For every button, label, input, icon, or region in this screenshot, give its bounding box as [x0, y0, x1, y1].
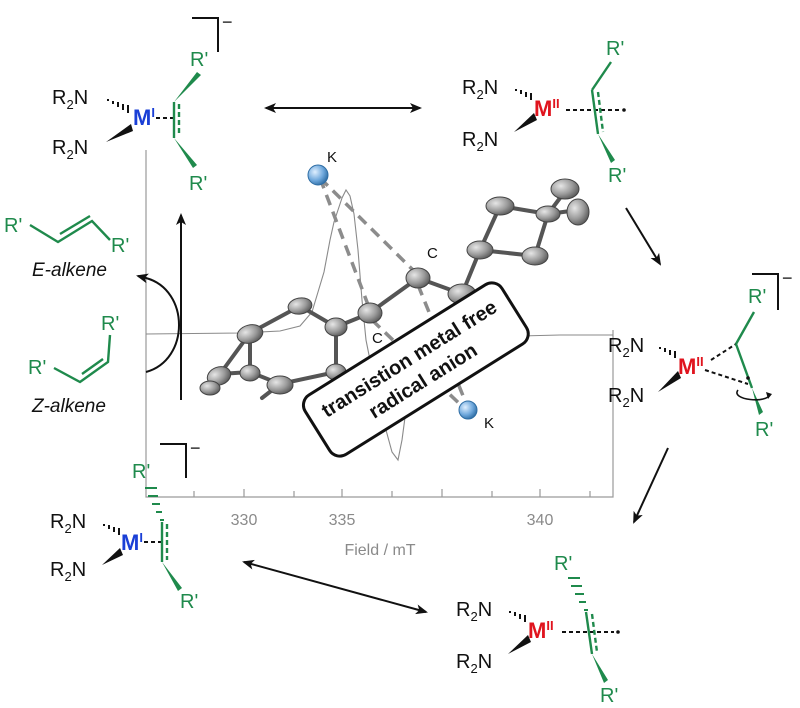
c-label-top: C — [427, 245, 438, 262]
solid-wedge — [514, 113, 537, 132]
complex-top-right: R2N MII R2N R' R' — [462, 38, 626, 187]
substituent-top: R' — [606, 38, 624, 60]
solid-wedge — [102, 548, 123, 565]
substituent-top: R' — [132, 461, 150, 483]
z-alkene-sub-left: R' — [28, 357, 46, 379]
substituent-top: R' — [190, 49, 208, 71]
green-wedge — [752, 388, 763, 415]
crystal-structure: K K C C — [199, 149, 590, 432]
k-label-bottom: K — [484, 415, 494, 432]
hash-wedge — [509, 611, 526, 622]
solid-wedge — [508, 635, 531, 654]
amide-top: R2N — [608, 335, 644, 360]
amide-bottom: R2N — [456, 651, 492, 676]
solid-wedge — [658, 371, 681, 392]
amide-top: R2N — [456, 599, 492, 624]
metal-label: MII — [528, 618, 554, 643]
hash-wedge — [659, 347, 676, 358]
amide-top: R2N — [50, 511, 86, 536]
tick-label-340: 340 — [527, 512, 554, 529]
e-alkene-label: E-alkene — [32, 260, 107, 281]
arrow-top-right-to-mid — [625, 207, 662, 266]
metal-label: MI — [133, 105, 155, 130]
green-wedge — [162, 562, 182, 591]
z-alkene-label: Z-alkene — [31, 396, 106, 417]
hash-wedge — [515, 89, 532, 100]
k-label-top: K — [327, 149, 337, 166]
e-alkene-sub-right: R' — [111, 235, 129, 257]
green-wedge-top — [174, 72, 201, 102]
complex-bottom-left: R2N MI R2N R' R' − — [50, 438, 201, 613]
z-alkene-sub-top: R' — [101, 313, 119, 335]
charge-bracket — [192, 17, 219, 52]
green-wedge — [592, 654, 608, 683]
amide-bottom: R2N — [52, 137, 88, 162]
green-hash-wedge — [568, 577, 588, 611]
x-axis-ticks — [193, 489, 591, 497]
metal-label: MI — [121, 530, 143, 555]
atoms — [199, 178, 590, 396]
substituent-bottom: R' — [189, 173, 207, 195]
tick-label-335: 335 — [329, 512, 356, 529]
charge: − — [222, 12, 233, 32]
green-wedge-bottom — [174, 138, 197, 168]
potassium-atom-bottom — [458, 400, 478, 420]
complex-top-left: R2N MI R2N R' R' − — [52, 12, 233, 195]
metal-label: MII — [534, 96, 560, 121]
charge: − — [782, 268, 793, 288]
substituent-bottom: R' — [755, 419, 773, 441]
isomerization-arrows — [136, 213, 186, 400]
potassium-atom-top — [307, 164, 329, 186]
arrow-mid-to-bottom-right — [633, 447, 669, 524]
substituent-top: R' — [554, 553, 572, 575]
x-axis-label: Field / mT — [344, 542, 415, 559]
amide-bottom: R2N — [462, 129, 498, 154]
k-contacts — [318, 176, 470, 412]
green-wedge — [598, 134, 615, 163]
green-hash-wedge — [145, 487, 164, 521]
c-label-bottom: C — [372, 330, 383, 347]
e-alkene-sub-left: R' — [4, 215, 22, 237]
amide-top: R2N — [462, 77, 498, 102]
substituent-bottom: R' — [608, 165, 626, 187]
solid-wedge — [106, 124, 133, 142]
spectrum-frame — [145, 150, 614, 498]
amide-bottom: R2N — [608, 385, 644, 410]
z-alkene: R' R' Z-alkene — [28, 313, 119, 417]
substituent-bottom: R' — [600, 685, 618, 707]
complex-bottom-right: R2N MII R2N R' R' — [456, 553, 620, 707]
substituent-top: R' — [748, 286, 766, 308]
amide-top: R2N — [52, 87, 88, 112]
metal-label: MII — [678, 354, 704, 379]
tick-label-330: 330 — [231, 512, 258, 529]
e-alkene: R' R' E-alkene — [4, 214, 129, 281]
reaction-arrows — [242, 103, 669, 615]
hash-wedge — [107, 99, 129, 113]
substituent-bottom: R' — [180, 591, 198, 613]
equilibrium-arrow-bottom — [242, 559, 428, 615]
charge-bracket — [752, 273, 779, 310]
charge-bracket — [160, 443, 187, 478]
amide-bottom: R2N — [50, 559, 86, 584]
charge: − — [190, 438, 201, 458]
hash-wedge — [103, 524, 120, 535]
complex-mid-right: R2N MII R2N R' R' − — [608, 268, 793, 441]
